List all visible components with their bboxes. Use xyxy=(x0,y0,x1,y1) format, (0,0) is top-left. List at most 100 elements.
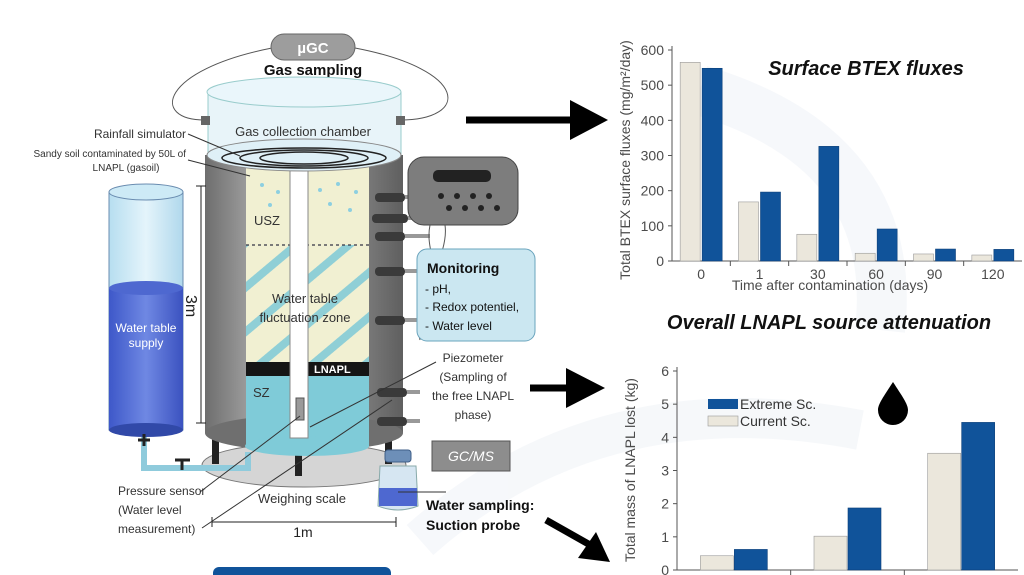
oil-drop-icon xyxy=(878,382,908,425)
sz-label: SZ xyxy=(253,385,270,400)
piezometer-label-4: phase) xyxy=(455,408,492,422)
data-logger-screen xyxy=(433,170,491,182)
weighing-scale-label: Weighing scale xyxy=(258,491,346,506)
lnapl-label: LNAPL xyxy=(314,364,351,376)
chart-title: Surface BTEX fluxes xyxy=(768,58,964,80)
gcms-device xyxy=(431,440,511,472)
ugc-label: µGC xyxy=(297,40,328,57)
water-table-label-2: fluctuation zone xyxy=(259,310,350,325)
rainfall-simulator-label: Rainfall simulator xyxy=(94,127,186,141)
bar-series-1 xyxy=(813,535,848,571)
water-supply-bottom xyxy=(109,423,183,437)
bar-series-2 xyxy=(734,549,768,571)
supply-pipe-valve xyxy=(138,434,150,446)
water-sampling-label-2: Suction probe xyxy=(426,517,520,533)
bar-series-2 xyxy=(961,422,995,571)
supply-pipe-valve xyxy=(175,458,190,470)
background-watermark xyxy=(406,66,907,555)
y-tick-label: 100 xyxy=(641,218,665,234)
piezometer-label-3: the free LNAPL xyxy=(432,389,514,403)
data-logger xyxy=(407,156,519,226)
water-supply-level xyxy=(109,281,183,295)
y-tick-label: 0 xyxy=(661,562,669,575)
x-tick-label: 30 xyxy=(810,266,826,282)
bar-series-1 xyxy=(971,254,993,262)
legend-swatch-extreme xyxy=(708,399,738,409)
bar-series-2 xyxy=(876,228,898,262)
x-tick-label: 0 xyxy=(697,266,705,282)
window-bottom xyxy=(245,436,369,456)
piezometer-tube xyxy=(289,139,309,439)
pressure-sensor-label-1: Pressure sensor xyxy=(118,484,205,498)
bar-series-1 xyxy=(738,201,759,262)
x-tick-label: 90 xyxy=(927,266,943,282)
x-tick-label: 1 xyxy=(756,266,764,282)
gas-port xyxy=(396,116,405,125)
piezometer-label-2: (Sampling of xyxy=(439,370,507,384)
btex-flux-chart: Surface BTEX fluxes Total BTEX surface f… xyxy=(617,40,1022,293)
y-tick-label: 0 xyxy=(656,253,664,269)
water-table-label-1: Water table xyxy=(272,291,338,306)
supply-pipe xyxy=(141,437,251,471)
flow-arrows xyxy=(466,100,610,562)
height-label: 3m xyxy=(182,295,199,317)
y-tick-label: 400 xyxy=(641,112,665,128)
y-axis-title: Total mass of LNAPL lost (kg) xyxy=(622,378,638,562)
y-tick-label: 300 xyxy=(641,148,665,164)
monitoring-item: - Redox potentiel, xyxy=(425,300,519,314)
rainfall-simulator xyxy=(221,147,387,169)
monitoring-item: - Water level xyxy=(425,319,492,333)
y-tick-label: 1 xyxy=(661,529,669,545)
piezometer-label-1: Piezometer xyxy=(443,351,504,365)
y-tick-label: 5 xyxy=(661,396,669,412)
y-tick-label: 600 xyxy=(641,42,665,58)
legend-label-extreme: Extreme Sc. xyxy=(740,396,816,412)
bar-series-1 xyxy=(796,233,818,262)
y-axis-title: Total BTEX surface fluxes (mg/m²/day) xyxy=(617,40,633,280)
bar-series-2 xyxy=(847,507,882,571)
arrow-water-sampling xyxy=(544,516,594,550)
usz-label: USZ xyxy=(254,213,280,228)
bar-series-1 xyxy=(927,452,961,571)
water-supply-label-2: supply xyxy=(129,336,164,350)
bar-series-2 xyxy=(760,191,781,262)
experimental-setup-diagram: µGC Gas sampling xyxy=(33,33,536,575)
bottom-panel-fragment xyxy=(213,567,391,575)
pressure-sensor-label-2: (Water level xyxy=(118,503,182,517)
ugc-device xyxy=(270,33,356,61)
water-supply-water xyxy=(109,288,183,430)
sandy-soil-label-1: Sandy soil contaminated by 50L of xyxy=(33,149,186,160)
bar-series-2 xyxy=(818,146,840,262)
water-supply-top xyxy=(108,183,184,201)
chart-title: Overall LNAPL source attenuation xyxy=(667,312,991,334)
y-tick-label: 6 xyxy=(661,363,669,379)
monitoring-title: Monitoring xyxy=(427,260,499,276)
gas-cable xyxy=(172,47,273,121)
y-tick-label: 200 xyxy=(641,183,665,199)
y-tick-label: 4 xyxy=(661,429,669,445)
sandy-soil-label-2: LNAPL (gasoil) xyxy=(93,163,160,174)
sample-bottle-water xyxy=(379,488,417,506)
pressure-sensor xyxy=(295,397,305,421)
gas-collection-chamber-label: Gas collection chamber xyxy=(235,124,372,139)
bar-series-1 xyxy=(854,252,876,262)
bar-series-2 xyxy=(935,248,956,262)
bar-series-2 xyxy=(701,67,723,262)
legend-swatch-current xyxy=(707,415,739,427)
sample-bottle-cap xyxy=(384,449,412,463)
x-axis-title: Time after contamination (days) xyxy=(732,277,928,293)
gas-port xyxy=(201,116,210,125)
tank-leg xyxy=(212,420,219,464)
bar-series-1 xyxy=(913,253,934,262)
x-tick-label: 60 xyxy=(868,266,884,282)
x-tick-label: 120 xyxy=(981,266,1005,282)
water-supply-label-1: Water table xyxy=(116,321,177,335)
side-probes xyxy=(372,193,408,426)
monitoring-item: - pH, xyxy=(425,282,451,296)
water-sampling-label-1: Water sampling: xyxy=(426,497,534,513)
lnapl-attenuation-chart: Overall LNAPL source attenuation Total m… xyxy=(622,312,1018,575)
bar-series-1 xyxy=(679,62,701,262)
y-tick-label: 3 xyxy=(661,463,669,479)
legend-label-current: Current Sc. xyxy=(740,413,811,429)
